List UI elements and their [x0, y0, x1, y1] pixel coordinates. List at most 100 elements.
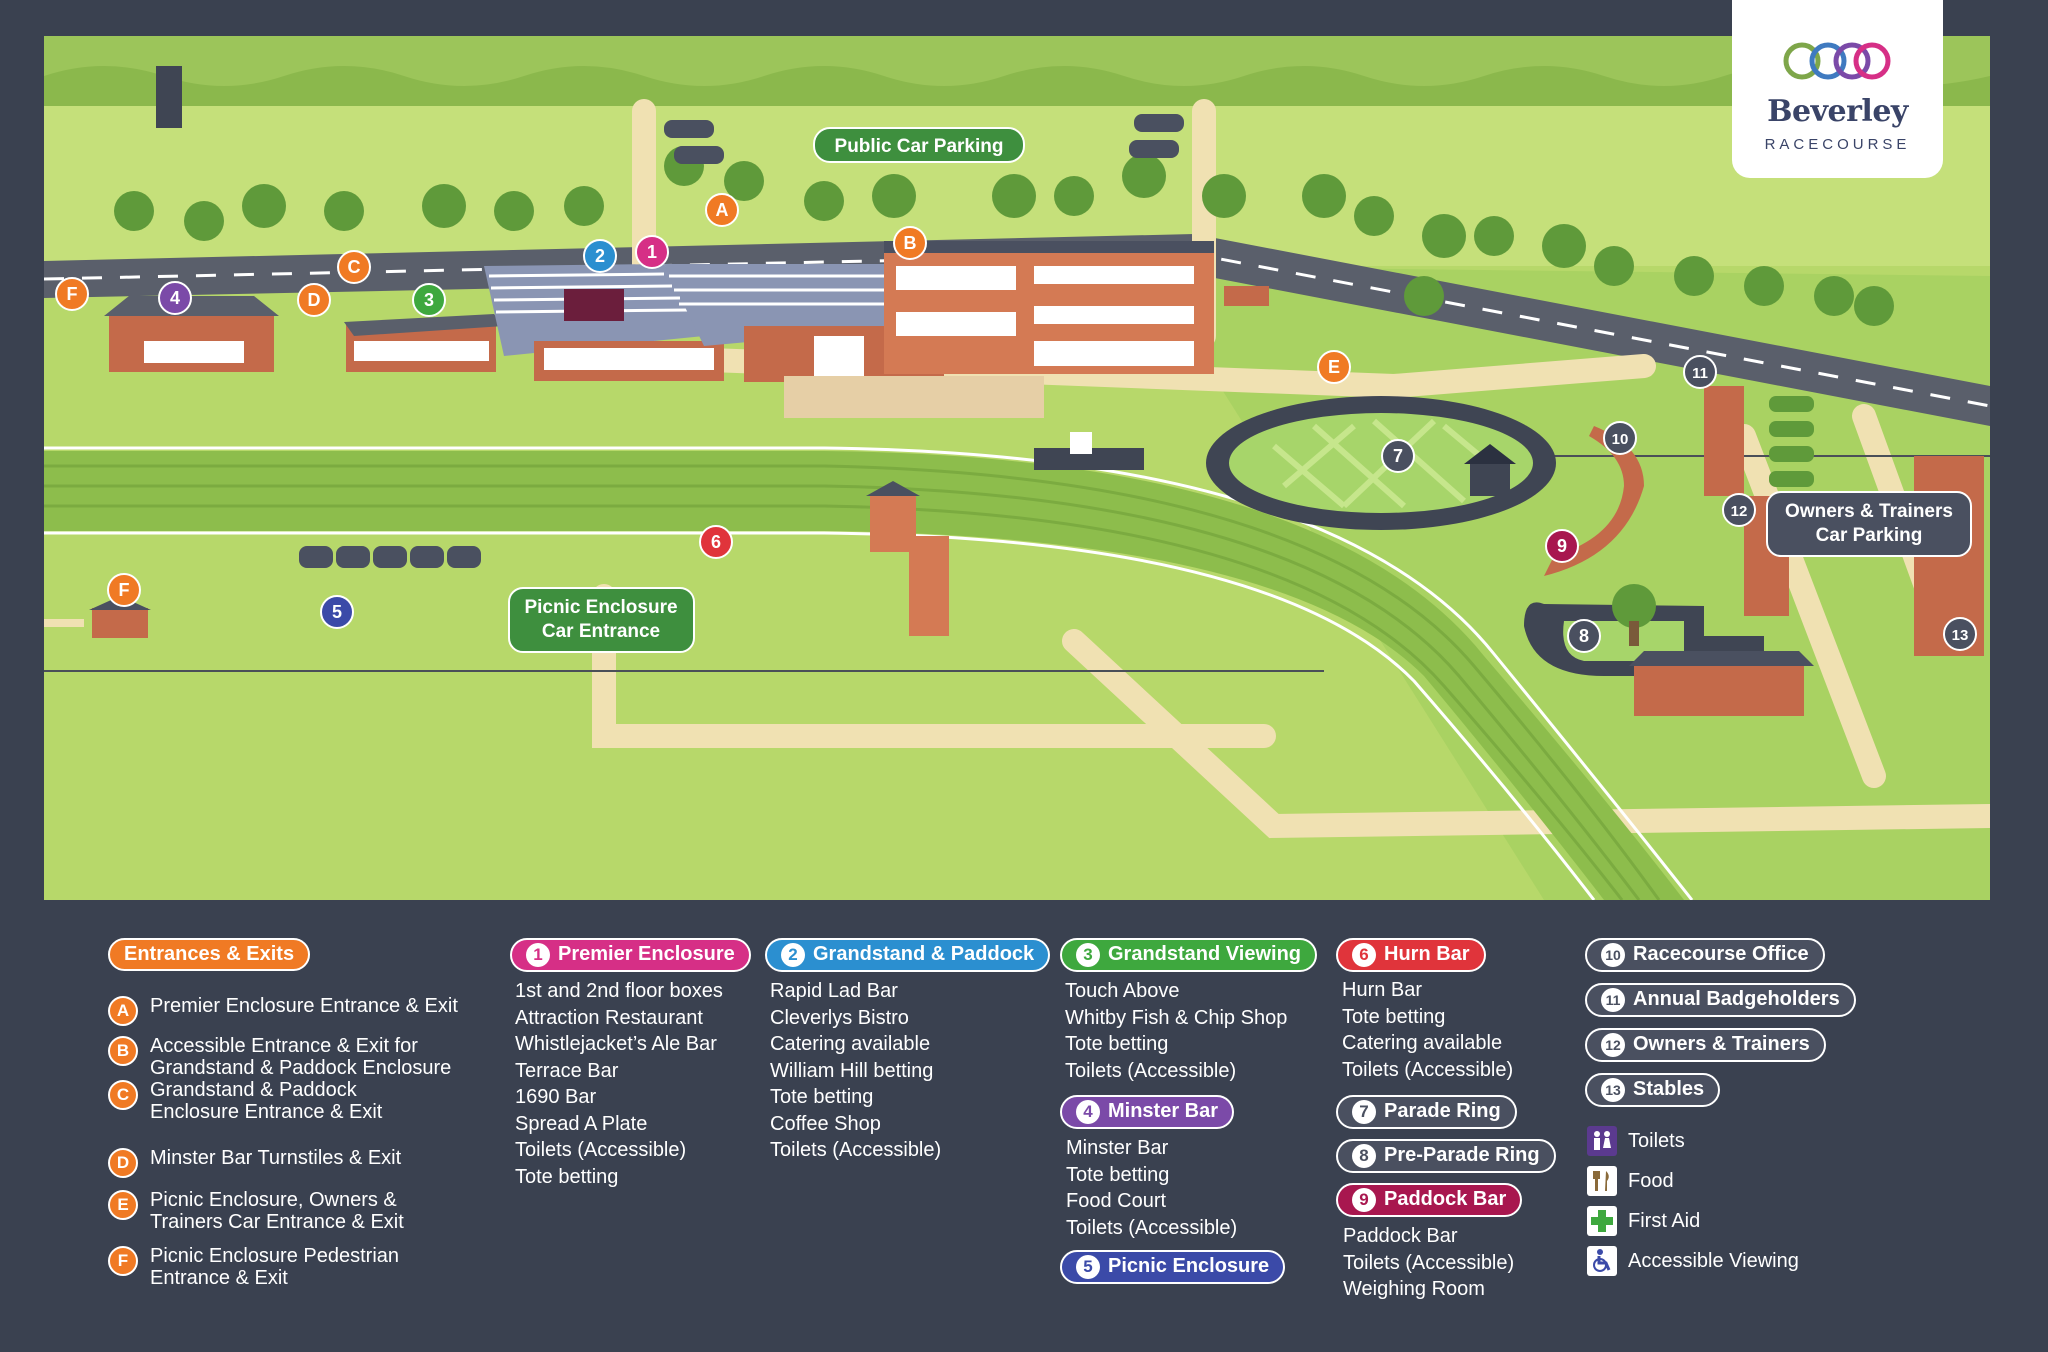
parade-ring-title: Parade Ring	[1384, 1100, 1501, 1122]
map-marker-12[interactable]: 12	[1722, 493, 1756, 527]
entrance-badge-a: A	[108, 996, 138, 1026]
svg-text:1: 1	[647, 242, 657, 262]
paddock-bar-number: 9	[1352, 1188, 1376, 1212]
location-number: 11	[1601, 988, 1625, 1012]
legend-paddock-bar-header: 9 Paddock Bar	[1336, 1183, 1523, 1217]
location-title: Annual Badgeholders	[1633, 988, 1840, 1010]
legend-list-item: Rapid Lad Bar	[770, 980, 898, 1002]
legend-picnic-header: 5 Picnic Enclosure	[1060, 1250, 1286, 1284]
map-marker-b[interactable]: B	[893, 226, 927, 260]
map-marker-4[interactable]: 4	[158, 281, 192, 315]
map-marker-e[interactable]: E	[1317, 350, 1351, 384]
entrance-badge-f: F	[108, 1246, 138, 1276]
location-number: 13	[1601, 1078, 1625, 1102]
map-marker-6[interactable]: 6	[699, 525, 733, 559]
legend-list-item: Tote betting	[515, 1165, 619, 1188]
legend-location-11: 11 Annual Badgeholders	[1585, 983, 1856, 1017]
legend-list-item: Attraction Restaurant	[515, 1006, 703, 1029]
map-marker-9[interactable]: 9	[1545, 529, 1579, 563]
entrance-badge-b: B	[108, 1036, 138, 1066]
food-icon	[1587, 1166, 1617, 1196]
public-car-parking-label: Public Car Parking	[835, 136, 1004, 157]
brand-name: Beverley	[1767, 94, 1908, 129]
legend-list-item: Toilets (Accessible)	[515, 1139, 687, 1161]
legend-list-item: William Hill betting	[770, 1059, 934, 1082]
parade-ring-number: 7	[1352, 1100, 1376, 1124]
entrance-badge-e: E	[108, 1190, 138, 1220]
picnic-title: Picnic Enclosure	[1108, 1255, 1270, 1277]
legend-list-item: Toilets (Accessible)	[1343, 1251, 1515, 1274]
legend-parade-ring-header: 7 Parade Ring	[1336, 1095, 1517, 1129]
legend-list-item: 1690 Bar	[515, 1086, 597, 1108]
accessible-viewing-icon	[1587, 1246, 1617, 1276]
legend-list-item: Coffee Shop	[770, 1112, 881, 1135]
map-marker-10[interactable]: 10	[1603, 421, 1637, 455]
svg-text:3: 3	[424, 290, 434, 310]
svg-text:9: 9	[1557, 536, 1567, 556]
brand-subtitle: RACECOURSE	[1764, 136, 1911, 153]
legend-list-item: Tote betting	[1342, 1005, 1446, 1028]
legend-list-item: Whistlejacket’s Ale Bar	[515, 1033, 717, 1055]
legend-list-item: Touch Above	[1065, 980, 1180, 1002]
map-marker-f[interactable]: F	[107, 573, 141, 607]
svg-text:F: F	[119, 580, 130, 600]
picnic-number: 5	[1076, 1255, 1100, 1279]
minster-title: Minster Bar	[1108, 1100, 1219, 1122]
entrance-badge-c: C	[108, 1080, 138, 1110]
svg-text:12: 12	[1731, 503, 1748, 520]
legend-list-item: Tote betting	[770, 1086, 874, 1108]
icon-key-label: First Aid	[1628, 1210, 1701, 1232]
svg-text:4: 4	[170, 288, 180, 308]
map-marker-8[interactable]: 8	[1567, 619, 1601, 653]
svg-text:10: 10	[1612, 431, 1629, 448]
legend-list-item: Paddock Bar	[1343, 1225, 1458, 1247]
map-marker-7[interactable]: 7	[1381, 439, 1415, 473]
pre-parade-title: Pre-Parade Ring	[1384, 1144, 1540, 1166]
legend-list-item: Toilets (Accessible)	[1066, 1216, 1238, 1239]
toilets-icon	[1587, 1126, 1617, 1156]
svg-text:5: 5	[332, 602, 342, 622]
legend-list-item: Weighing Room	[1343, 1278, 1485, 1300]
grandstand-viewing-title: Grandstand Viewing	[1108, 943, 1301, 965]
svg-text:A: A	[716, 200, 729, 220]
map-marker-d[interactable]: D	[297, 283, 331, 317]
map-marker-3[interactable]: 3	[412, 283, 446, 317]
legend-list-item: Terrace Bar	[515, 1059, 619, 1082]
svg-text:6: 6	[711, 532, 721, 552]
map-marker-a[interactable]: A	[705, 193, 739, 227]
map-marker-2[interactable]: 2	[583, 239, 617, 273]
legend-entrances-header: Entrances & Exits	[108, 938, 311, 971]
svg-text:F: F	[67, 284, 78, 304]
first-aid-icon	[1587, 1206, 1617, 1236]
svg-text:13: 13	[1952, 627, 1969, 644]
logo-rings-icon	[1783, 42, 1891, 80]
entrance-badge-d: D	[108, 1148, 138, 1178]
grandstand-paddock-title: Grandstand & Paddock	[813, 943, 1035, 965]
legend-list-item: Catering available	[1342, 1032, 1503, 1054]
map-marker-c[interactable]: C	[337, 250, 371, 284]
location-title: Owners & Trainers	[1633, 1033, 1810, 1055]
map-marker-f[interactable]: F	[55, 277, 89, 311]
entrance-text-d: Minster Bar Turnstiles & Exit	[150, 1147, 402, 1169]
map-marker-5[interactable]: 5	[320, 595, 354, 629]
grandstand-paddock-number: 2	[781, 943, 805, 967]
svg-text:8: 8	[1579, 626, 1589, 646]
map-marker-11[interactable]: 11	[1683, 355, 1717, 389]
map-marker-13[interactable]: 13	[1943, 617, 1977, 651]
map-marker-1[interactable]: 1	[635, 235, 669, 269]
location-number: 10	[1601, 943, 1625, 967]
paddock-bar-title: Paddock Bar	[1384, 1188, 1507, 1210]
legend-list-item: Food Court	[1066, 1190, 1167, 1212]
legend-list-item: Minster Bar	[1066, 1137, 1169, 1159]
